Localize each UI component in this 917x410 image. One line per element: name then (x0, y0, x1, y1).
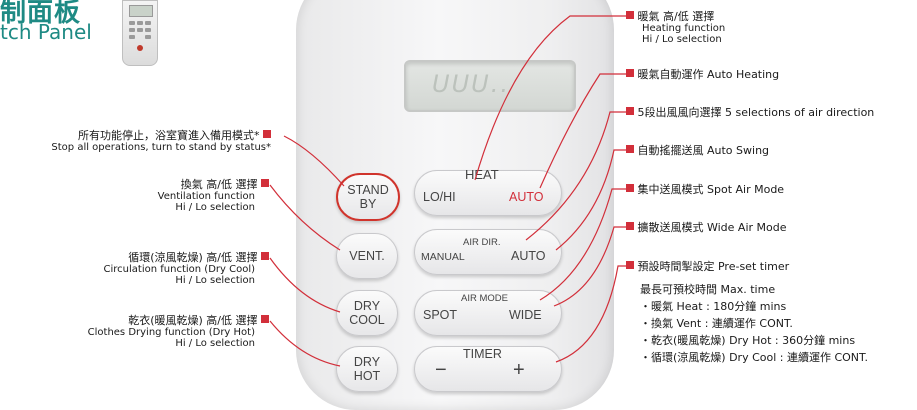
lcd-digits: UUU.. (432, 70, 510, 98)
standby-button-label: STAND BY (347, 183, 389, 211)
air-mode-title: AIR MODE (461, 293, 508, 304)
panel-title-cn: 制面板 (0, 0, 82, 28)
callout-auto-heating-text: 暖氣自動運作 Auto Heating (637, 68, 780, 81)
callout-auto-swing: 自動搖擺送風 Auto Swing (626, 144, 769, 157)
callout-auto-heating: 暖氣自動運作 Auto Heating (626, 68, 779, 81)
timer-plus-label: + (513, 359, 525, 381)
remote-thumbnail (122, 0, 158, 66)
callout-vent: 換氣 高/低 選擇 Ventilation function Hi / Lo s… (158, 178, 269, 213)
air-mode-spot-label: SPOT (423, 308, 458, 322)
standby-button[interactable]: STAND BY (336, 173, 400, 221)
callout-heating: 暖氣 高/低 選擇 Heating function Hi / Lo selec… (626, 10, 725, 45)
air-dir-auto-label: AUTO (511, 249, 546, 263)
timer-note-item: ・暖氣 Heat : 180分鐘 mins (640, 300, 787, 313)
lcd-display (404, 60, 576, 112)
callout-standby-cn: 所有功能停止，浴室寶進入備用模式* (78, 129, 260, 142)
vent-button[interactable]: VENT. (336, 233, 398, 279)
panel-title-en: tch Panel (0, 20, 92, 44)
callout-dry-hot-en1: Clothes Drying function (Dry Hot) (87, 327, 255, 338)
callout-spot-air-text: 集中送風模式 Spot Air Mode (637, 183, 785, 196)
callout-auto-swing-text: 自動搖擺送風 Auto Swing (637, 144, 770, 157)
timer-note-item: ・循環(涼風乾燥) Dry Cool : 連續運作 CONT. (640, 351, 868, 364)
air-direction-button[interactable]: AIR DIR. MANUAL AUTO (414, 229, 562, 275)
callout-vent-en1: Ventilation function (157, 191, 255, 202)
callout-standby-en: Stop all operations, turn to stand by st… (51, 142, 271, 153)
heat-lohi-label: LO/HI (423, 190, 456, 204)
callout-wide-air-text: 擴散送風模式 Wide Air Mode (637, 221, 787, 234)
timer-notes: 最長可預校時間 Max. time ・暖氣 Heat : 180分鐘 mins … (640, 281, 868, 366)
callout-dry-hot-en2: Hi / Lo selection (175, 338, 255, 349)
air-mode-wide-label: WIDE (509, 308, 542, 322)
timer-notes-heading: 最長可預校時間 Max. time (640, 283, 776, 296)
heat-title: HEAT (465, 167, 499, 182)
callout-dry-cool-cn: 循環(涼風乾燥) 高/低 選擇 (128, 251, 258, 264)
callout-air-direction: 5段出風風向選擇 5 selections of air direction (626, 106, 874, 119)
callout-timer-text: 預設時間掣設定 Pre-set timer (637, 260, 790, 273)
callout-vent-cn: 換氣 高/低 選擇 (180, 178, 258, 191)
vent-button-label: VENT. (349, 249, 385, 263)
timer-note-item: ・換氣 Vent : 連續運作 CONT. (640, 317, 793, 330)
heat-auto-label: AUTO (509, 190, 544, 204)
heat-button[interactable]: HEAT LO/HI AUTO (414, 167, 562, 216)
callout-vent-en2: Hi / Lo selection (175, 202, 255, 213)
callout-wide-air: 擴散送風模式 Wide Air Mode (626, 221, 787, 234)
dry-cool-button-label: DRY COOL (349, 299, 385, 327)
callout-timer: 預設時間掣設定 Pre-set timer (626, 260, 789, 273)
callout-air-direction-text: 5段出風風向選擇 5 selections of air direction (637, 106, 875, 119)
timer-note-item: ・乾衣(暖風乾燥) Dry Hot : 360分鐘 mins (640, 334, 856, 347)
callout-lines (269, 15, 626, 367)
callout-dry-hot: 乾衣(暖風乾燥) 高/低 選擇 Clothes Drying function … (88, 314, 269, 349)
air-dir-manual-label: MANUAL (421, 251, 465, 263)
timer-title: TIMER (463, 347, 502, 361)
callout-dry-cool-en1: Circulation function (Dry Cool) (103, 264, 255, 275)
callout-heating-cn: 暖氣 高/低 選擇 (637, 10, 715, 23)
air-mode-button[interactable]: AIR MODE SPOT WIDE (414, 290, 562, 336)
dry-cool-button[interactable]: DRY COOL (336, 290, 398, 336)
callout-standby: 所有功能停止，浴室寶進入備用模式* Stop all operations, t… (51, 129, 271, 153)
callout-dry-hot-cn: 乾衣(暖風乾燥) 高/低 選擇 (128, 314, 258, 327)
callout-dry-cool-en2: Hi / Lo selection (175, 275, 255, 286)
callout-spot-air: 集中送風模式 Spot Air Mode (626, 183, 784, 196)
timer-minus-label: − (435, 359, 447, 381)
air-dir-title: AIR DIR. (463, 237, 501, 248)
callout-heating-en2: Hi / Lo selection (642, 34, 722, 45)
callout-heating-en1: Heating function (642, 23, 726, 34)
callout-dry-cool: 循環(涼風乾燥) 高/低 選擇 Circulation function (Dr… (104, 251, 269, 286)
